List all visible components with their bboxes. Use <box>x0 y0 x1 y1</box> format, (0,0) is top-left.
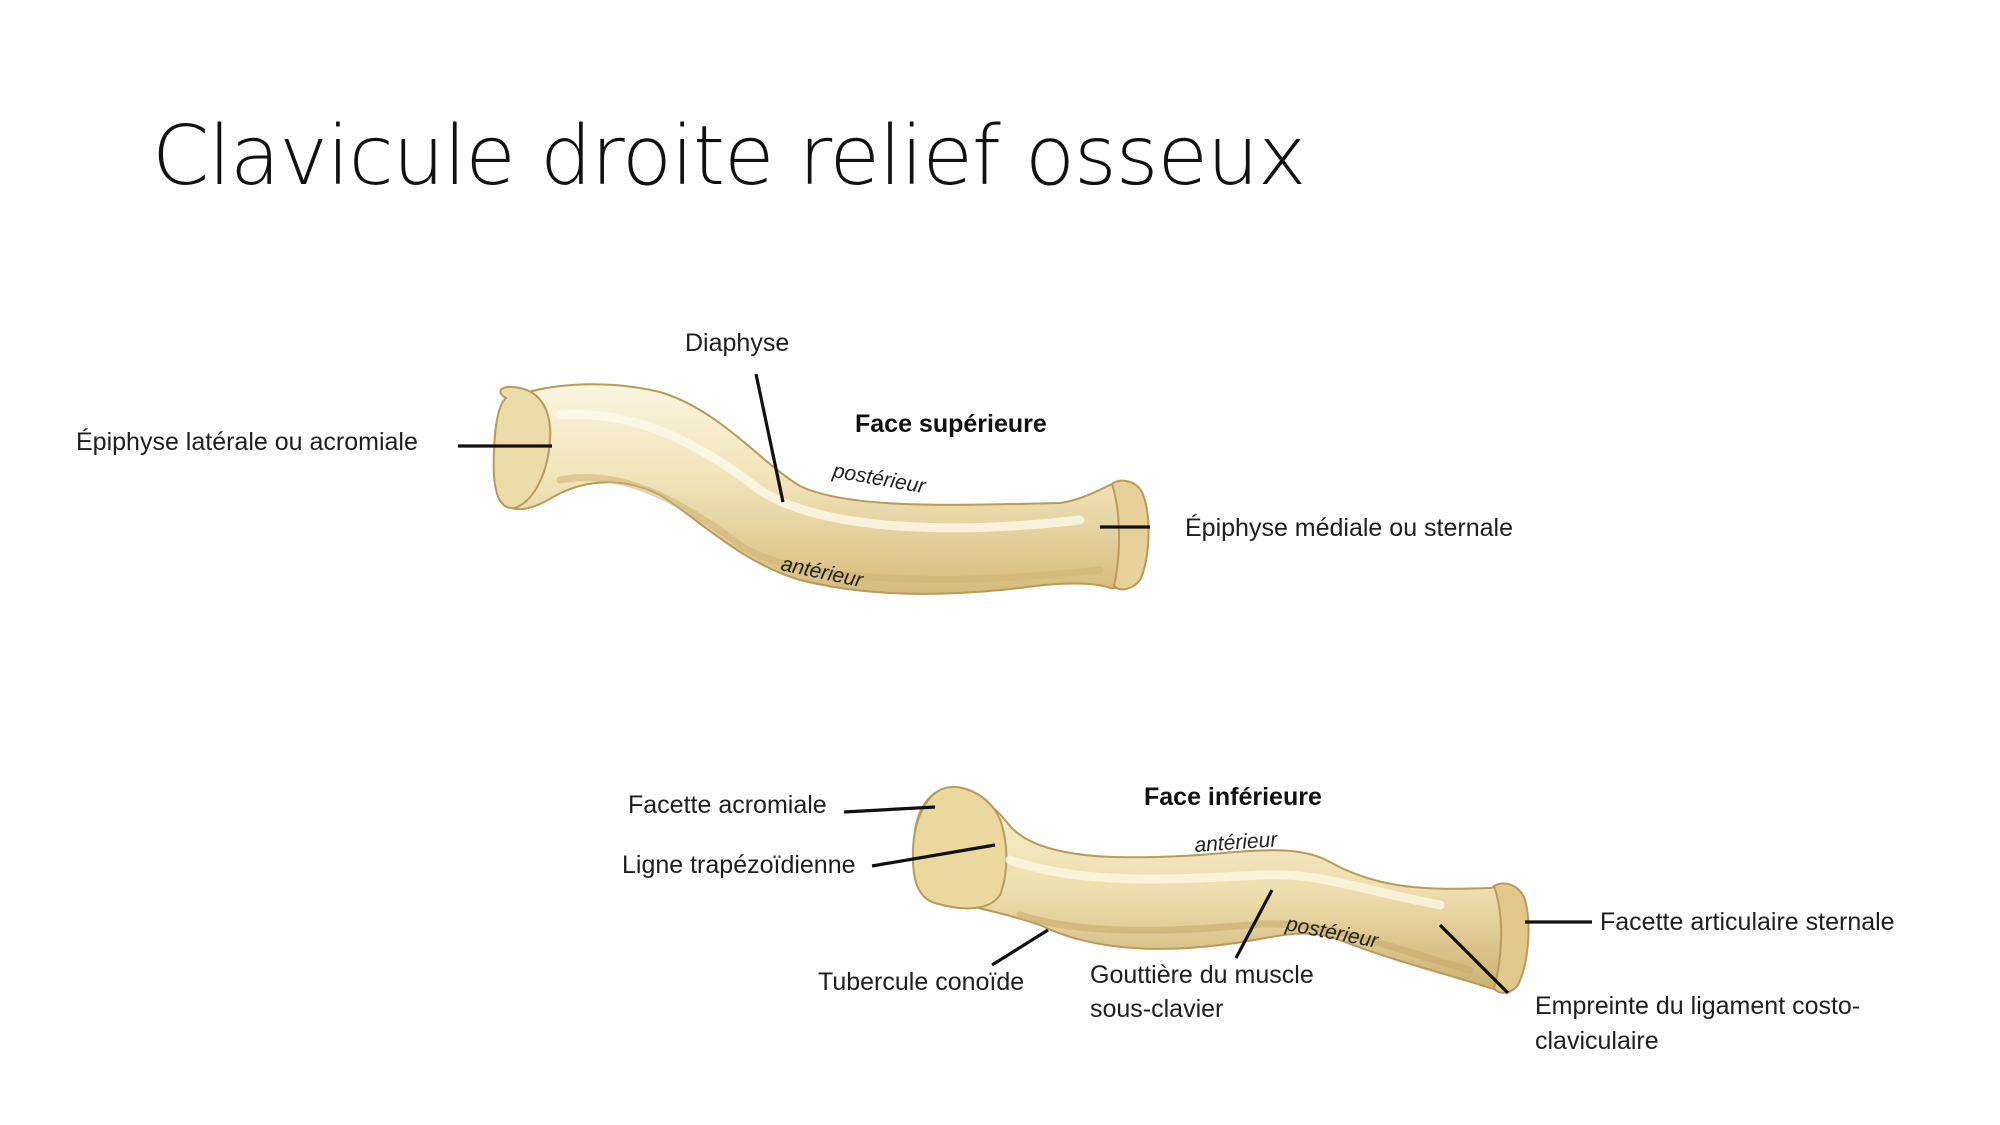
clavicle-superior-view <box>492 383 1150 595</box>
slide-title: Clavicule droite relief osseux <box>152 109 1306 204</box>
gouttiere-leader <box>1234 889 1274 959</box>
tubercule-conoide-leader <box>991 928 1049 967</box>
shaft-shadow-inferior <box>1016 911 1474 974</box>
sternal-end-inferior <box>1492 882 1530 994</box>
shaft-shadow-superior <box>556 473 1104 583</box>
epiphyse-mediale-label: Épiphyse médiale ou sternale <box>1185 513 1513 542</box>
gouttiere-label-line2: sous-clavier <box>1090 995 1223 1023</box>
empreinte-leader <box>1438 923 1510 995</box>
facette-acromiale-leader <box>843 805 936 814</box>
posterieur-orientation-superior: postérieur <box>830 459 928 498</box>
facette-acromiale-label: Facette acromiale <box>628 791 827 819</box>
facette-sternale-label: Facette articulaire sternale <box>1600 908 1895 936</box>
diaphyse-label: Diaphyse <box>685 329 789 357</box>
shaft-highlight-inferior <box>1005 855 1445 910</box>
epiphyse-laterale-label: Épiphyse latérale ou acromiale <box>76 427 418 456</box>
tubercule-conoide-label: Tubercule conoïde <box>818 968 1024 996</box>
empreinte-label-line2: claviculaire <box>1535 1027 1659 1055</box>
gouttiere-label-line1: Gouttière du muscle <box>1090 961 1314 989</box>
ligne-trapezoidienne-leader <box>871 843 996 868</box>
diaphyse-leader <box>754 373 785 503</box>
face-inferieure-heading: Face inférieure <box>1144 783 1322 811</box>
face-superieure-heading: Face supérieure <box>855 410 1047 438</box>
shaft-highlight-superior <box>555 410 1085 533</box>
acromial-end-inferior <box>911 785 1008 910</box>
empreinte-label-line1: Empreinte du ligament costo- <box>1535 992 1860 1020</box>
clavicle-inferior-view <box>911 785 1530 994</box>
sternal-end-superior <box>1110 479 1150 591</box>
ligne-trapezoidienne-label: Ligne trapézoïdienne <box>622 851 856 879</box>
